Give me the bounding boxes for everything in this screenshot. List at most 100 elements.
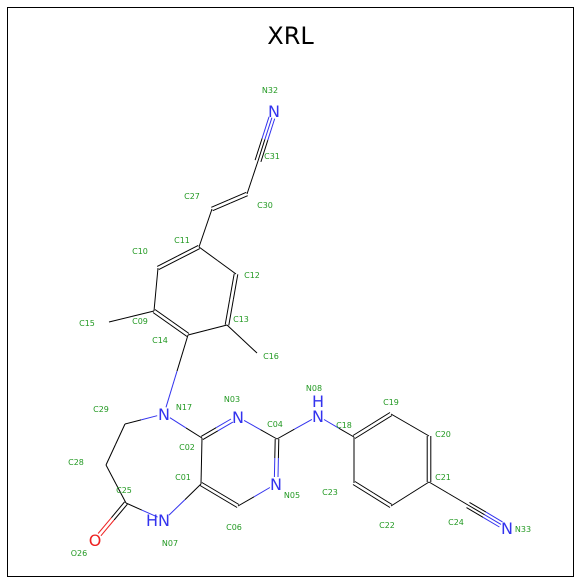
bond-n07-c25-a — [141, 509, 158, 518]
bond-c27-c11-b — [198, 227, 206, 248]
bond-c24-n33-line1-b — [485, 511, 503, 523]
bond-c09-c14-line1-a — [154, 309, 173, 322]
bond-c10-c09-a — [155, 267, 159, 290]
bond-c12-c13-line1-b — [228, 299, 234, 326]
bond-c11-c12-a — [198, 246, 218, 261]
hydrogen-n08: H — [312, 392, 324, 411]
bond-layer — [97, 116, 503, 537]
bond-c01-n07-a — [184, 483, 202, 500]
bond-c21-c22-a — [409, 481, 430, 495]
bond-c09-c15-b — [108, 316, 132, 323]
bond-c12-c13-line2-a — [229, 273, 235, 300]
bond-c18-c19-line1-b — [371, 412, 391, 425]
bond-c09-c14-line2-b — [169, 324, 188, 337]
bond-c18-c19-line1-a — [352, 423, 372, 436]
bond-n05-c06-a — [253, 487, 271, 498]
atom-label-c04: C04 — [267, 420, 283, 429]
bond-c09-c15-a — [131, 310, 155, 317]
atom-label-c13: C13 — [233, 315, 249, 324]
figure-title: XRL — [267, 22, 314, 50]
atom-label-c10: C10 — [132, 247, 148, 256]
bond-c24-n33-line2-a — [467, 504, 485, 516]
bond-c21-c22-b — [390, 493, 411, 507]
atom-label-c12: C12 — [244, 271, 260, 280]
bond-c02-n03-line2-a — [202, 430, 219, 441]
bond-c01-c02-b — [201, 437, 203, 462]
bond-n17-c29-b — [124, 419, 142, 425]
bond-c09-c14-line2-a — [152, 312, 171, 325]
bond-c21-c24-a — [428, 481, 449, 494]
bond-c09-c14-line1-b — [171, 321, 190, 334]
bond-n32-c31-line1-a — [267, 118, 276, 141]
bond-c22-c23-line1-a — [371, 495, 391, 508]
atom-label-c14: C14 — [152, 336, 168, 345]
bond-n03-c04-a — [243, 419, 261, 431]
bond-c14-n17-a — [176, 334, 189, 372]
atom-symbol-n03: N — [232, 408, 244, 427]
bond-c02-n03-line2-b — [217, 421, 234, 432]
bond-c18-c19-line2-a — [354, 426, 374, 439]
bond-c12-c13-line2-b — [224, 299, 231, 325]
bond-c22-c23-line2-b — [354, 481, 374, 494]
atom-label-c21: C21 — [435, 473, 451, 482]
bond-n03-c04-b — [260, 429, 278, 440]
atom-label-c15: C15 — [79, 319, 95, 328]
bond-c11-c10-line1-a — [179, 248, 201, 260]
atom-label-c31: C31 — [264, 152, 280, 161]
atom-symbol-o26: O — [89, 531, 102, 550]
bond-c25-c28-a — [115, 483, 127, 504]
bond-c12-c13-line1-a — [232, 274, 239, 300]
atom-label-c30: C30 — [257, 201, 273, 210]
atom-label-n03: N03 — [224, 395, 240, 404]
atom-label-c02: C02 — [179, 443, 195, 452]
atom-label-c27: C27 — [184, 192, 200, 201]
bond-n07-c25-b — [125, 502, 143, 511]
bond-c27-c11-a — [205, 208, 213, 229]
bond-c25-c28-b — [105, 464, 117, 485]
bond-n05-c06-b — [237, 496, 255, 507]
atom-label-n33: N33 — [515, 525, 531, 534]
bond-c30-c27-line1-a — [230, 195, 248, 204]
hydrogen-n07: H — [146, 511, 158, 530]
bond-c22-c23-line1-b — [352, 484, 372, 497]
bond-c10-c09-b — [153, 289, 157, 312]
atom-label-c29: C29 — [93, 405, 109, 414]
bond-c14-n17-b — [165, 371, 178, 408]
atom-label-c23: C23 — [322, 488, 338, 497]
atom-label-c01: C01 — [175, 473, 191, 482]
bond-c22-c23-line2-a — [373, 492, 393, 505]
bond-c13-c16-a — [226, 324, 243, 340]
bond-c24-n33-line1-a — [469, 501, 487, 513]
bond-c04-n08-b — [294, 418, 313, 430]
bond-c30-c27-line2-a — [228, 191, 247, 201]
bond-c25-o26-line2-a — [111, 501, 125, 519]
bond-n17-c02-a — [169, 417, 187, 429]
bond-c25-o26-line2-b — [97, 517, 112, 534]
bond-n08-c18-b — [338, 427, 355, 438]
atom-label-c09: C09 — [132, 317, 148, 326]
atom-label-c28: C28 — [68, 458, 84, 467]
atom-label-c20: C20 — [435, 430, 451, 439]
bond-c02-n03-line1-a — [200, 427, 217, 437]
atom-label-c25: C25 — [116, 486, 132, 495]
bond-c01-n07-b — [168, 499, 186, 516]
atom-label-c19: C19 — [383, 398, 399, 407]
bond-n08-c18-a — [323, 419, 340, 429]
bond-c18-c19-line2-b — [373, 415, 393, 428]
bond-c24-n33-line2-b — [484, 514, 502, 525]
bond-c13-c16-b — [241, 338, 258, 354]
atom-label-c18: C18 — [336, 421, 352, 430]
bond-c02-n03-line1-b — [215, 418, 232, 429]
bond-n32-c31-line3-b — [254, 138, 263, 161]
bond-c13-c14-a — [207, 324, 228, 331]
bond-c24-n33-line3-a — [466, 507, 484, 518]
bond-n17-c29-a — [140, 415, 158, 421]
bond-n32-c31-line3-a — [261, 116, 270, 139]
bond-c30-c27-line1-b — [212, 202, 231, 212]
bond-c11-c10-line2-b — [156, 255, 178, 267]
bond-c11-c10-line2-a — [177, 244, 199, 257]
bond-c06-c01-line1-b — [199, 485, 219, 497]
